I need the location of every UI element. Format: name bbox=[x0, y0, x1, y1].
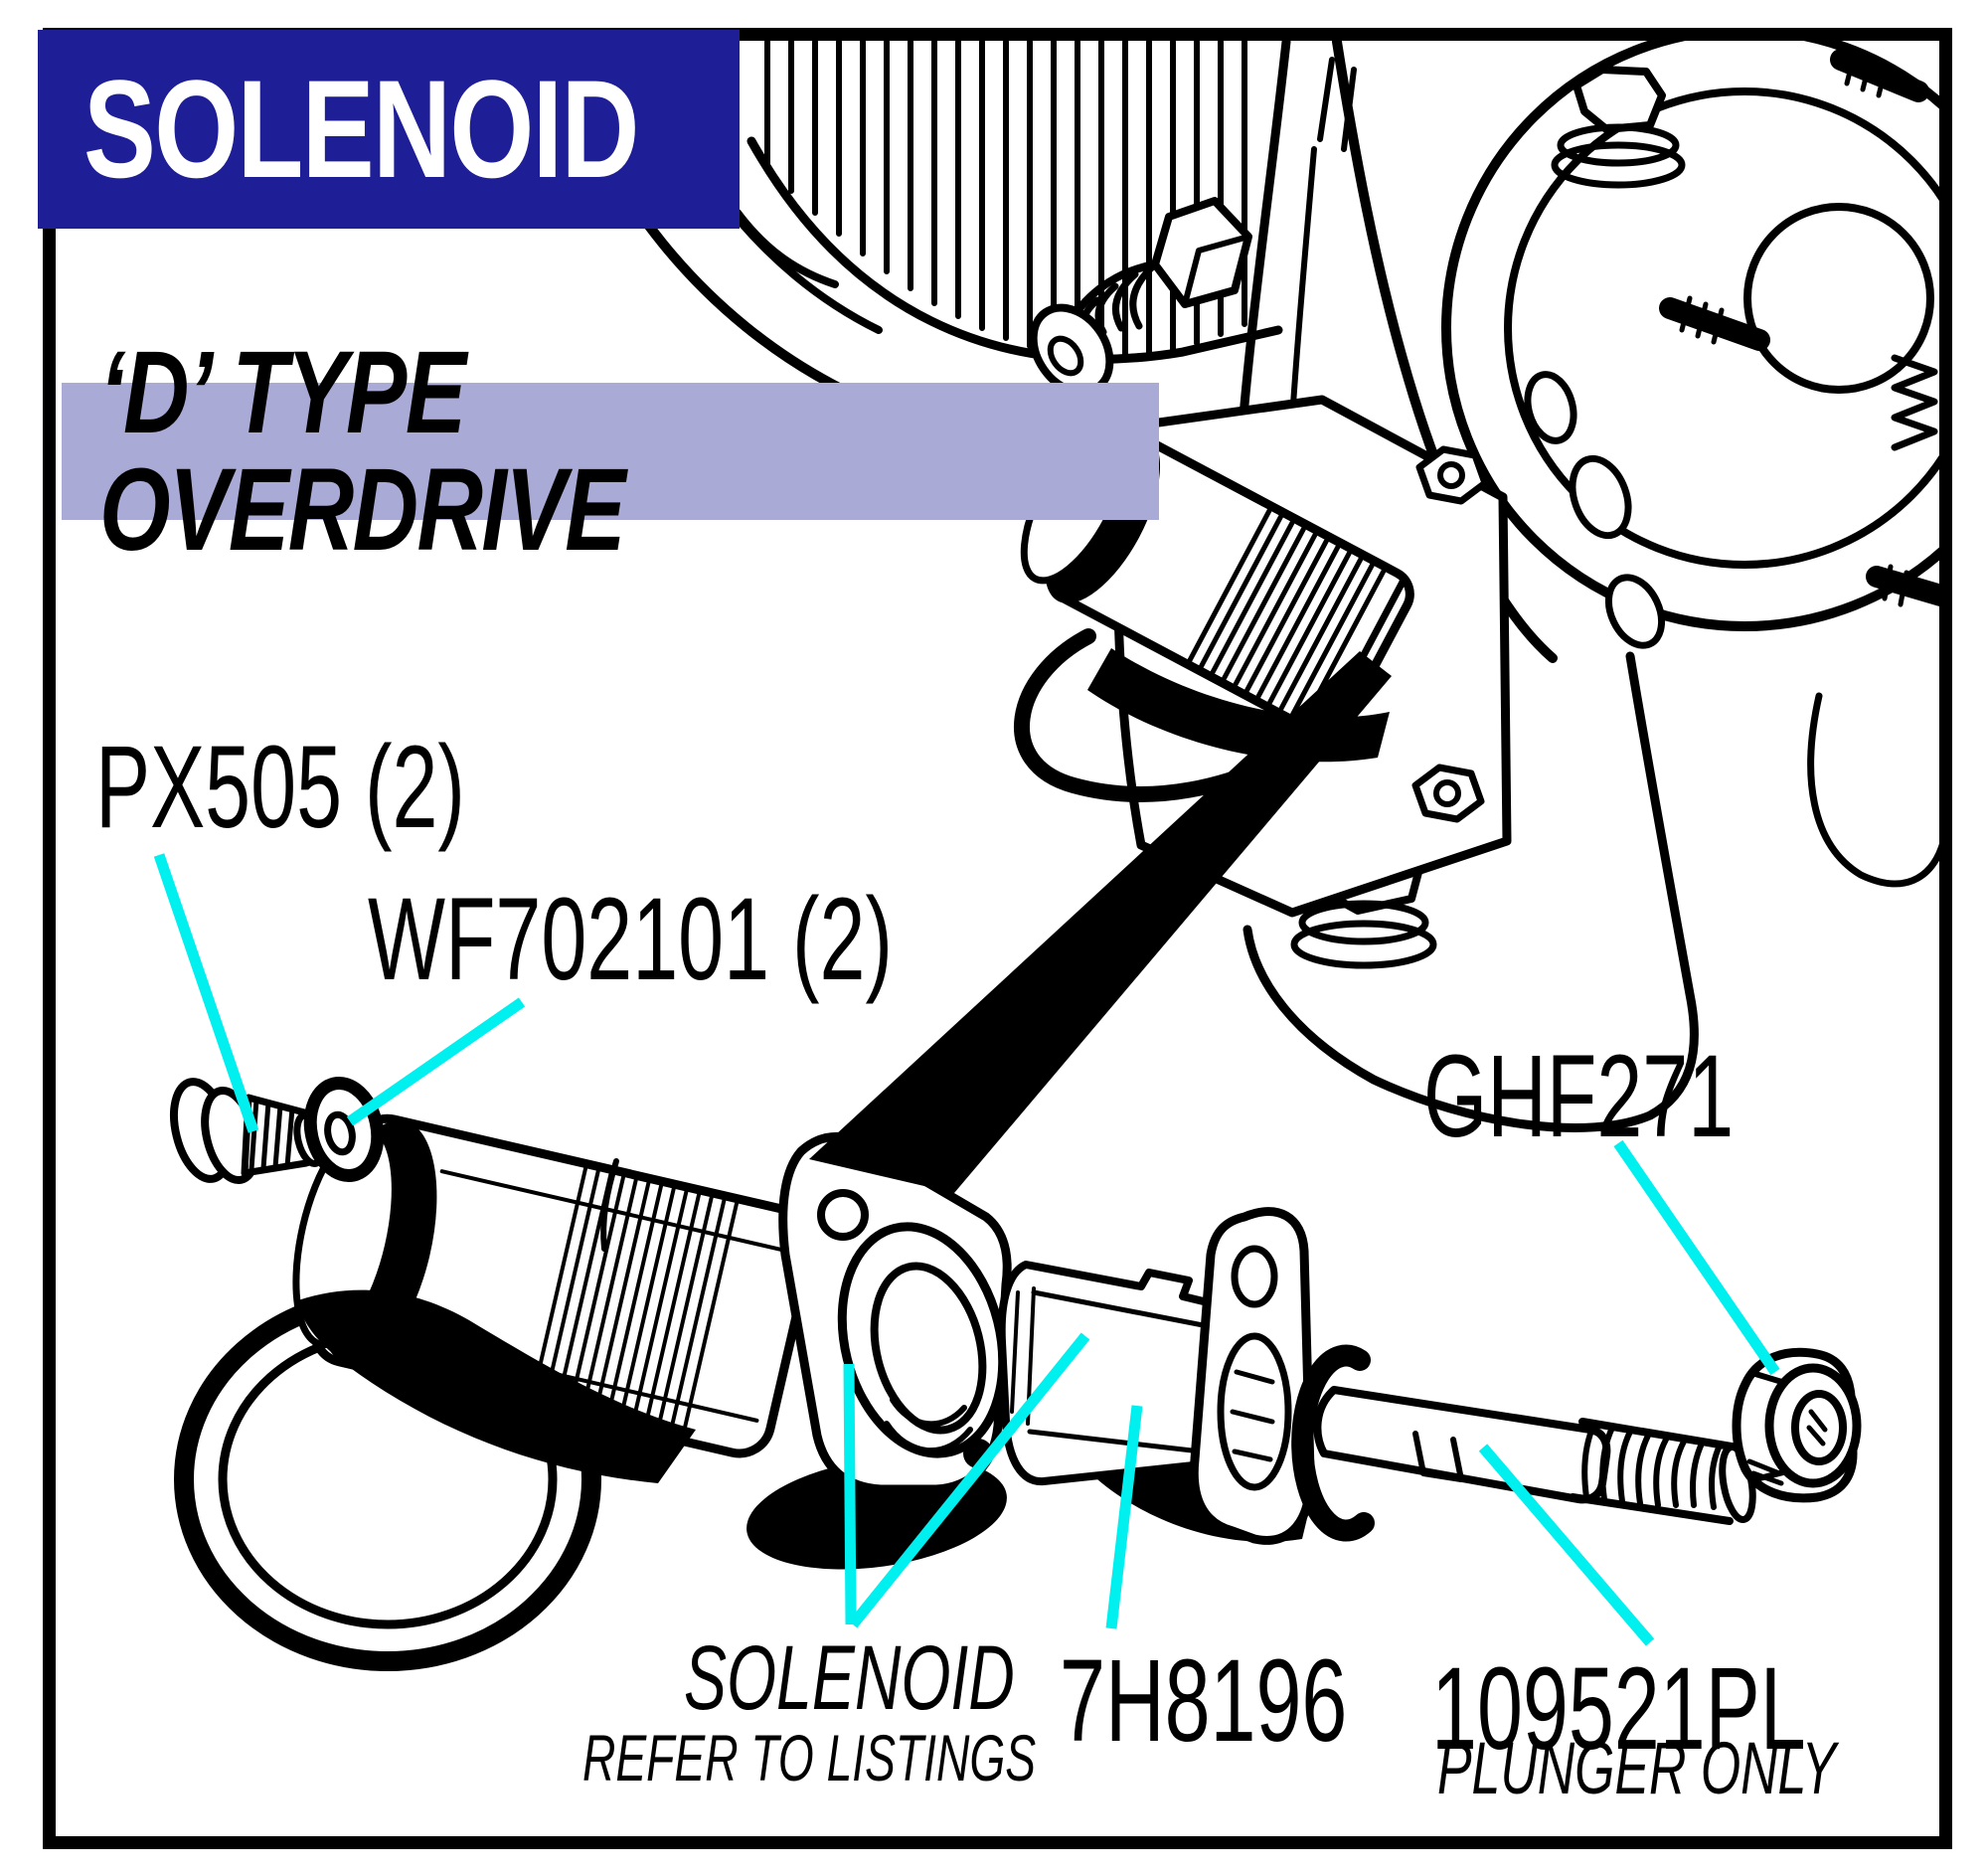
mount-bracket bbox=[1189, 1207, 1315, 1545]
c-clip bbox=[1291, 1344, 1375, 1542]
leader-109521pl bbox=[1478, 1444, 1655, 1646]
solenoid-body bbox=[292, 1113, 818, 1483]
solenoid-flange bbox=[746, 1132, 1012, 1570]
washer-wf702101 bbox=[303, 1077, 385, 1182]
leader-lines bbox=[153, 853, 1780, 1646]
subtitle-banner: ‘D’ TYPE OVERDRIVE bbox=[62, 334, 1159, 569]
label-ghf271: GHF271 bbox=[1423, 1031, 1735, 1162]
screw-px505 bbox=[170, 1078, 327, 1185]
page-title: SOLENOID bbox=[83, 51, 639, 207]
exploded-assembly bbox=[170, 1077, 1862, 1671]
leader-solenoid-b bbox=[848, 1332, 1090, 1628]
leader-wf702101 bbox=[346, 997, 526, 1126]
pointer-wedge bbox=[809, 651, 1392, 1193]
label-plunger-note: PLUNGER ONLY bbox=[1437, 1727, 1837, 1809]
title-banner: SOLENOID bbox=[38, 30, 740, 229]
plunger-rod bbox=[1313, 1386, 1756, 1525]
label-px505: PX505 (2) bbox=[95, 722, 465, 853]
leader-7h8196 bbox=[1105, 1405, 1143, 1629]
leader-ghf271 bbox=[1613, 1139, 1780, 1376]
leader-solenoid-a bbox=[843, 1363, 857, 1625]
page-subtitle: ‘D’ TYPE OVERDRIVE bbox=[99, 327, 626, 576]
nut-ghf271 bbox=[1732, 1347, 1862, 1503]
label-solenoid: SOLENOID bbox=[684, 1627, 1015, 1729]
label-7h8196: 7H8196 bbox=[1060, 1635, 1348, 1767]
label-109521pl: 109521PL bbox=[1431, 1643, 1806, 1775]
gearbox-illustration bbox=[554, 41, 1940, 1132]
label-wf702101: WF702101 (2) bbox=[368, 874, 893, 1005]
label-solenoid-note: REFER TO LISTINGS bbox=[582, 1721, 1037, 1794]
leader-px505 bbox=[153, 853, 259, 1133]
